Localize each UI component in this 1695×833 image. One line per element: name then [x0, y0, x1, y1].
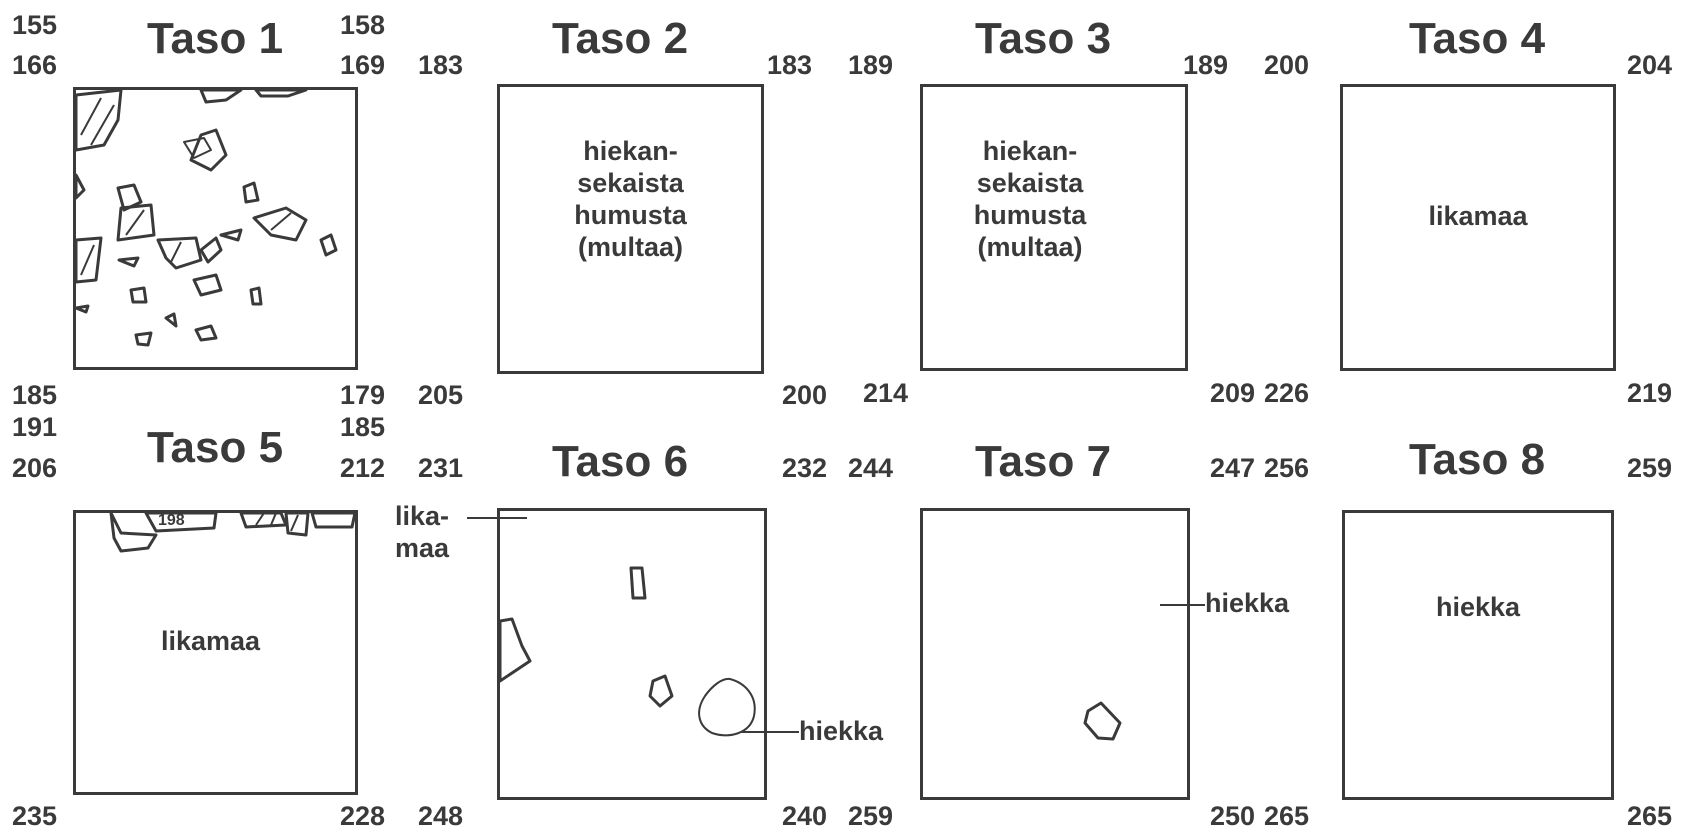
excavation-square [73, 87, 358, 370]
panel-title: Taso 1 [146, 14, 284, 63]
excavation-square [1342, 510, 1614, 800]
stone-outlines [1083, 701, 1122, 741]
hiekka-leader-line [1160, 604, 1205, 606]
soil-description: hiekan- sekaista humusta (multaa) [910, 135, 1150, 263]
panel-title: Taso 2 [551, 14, 689, 63]
corner-value-bottom-right: 265 [1627, 801, 1673, 831]
corner-value-top-left-upper: 155 [12, 10, 58, 40]
annotation-line: lika- [395, 501, 450, 531]
soil-line: likamaa [1428, 201, 1528, 231]
excavation-square [73, 510, 358, 795]
corner-value-top-right: 183 [767, 50, 813, 80]
excavation-square [920, 84, 1188, 371]
excavation-square [920, 508, 1190, 800]
excavation-square [497, 508, 767, 800]
corner-value-top-right: 212 [340, 453, 386, 483]
soil-line: (multaa) [977, 232, 1083, 262]
panel-title: Taso 7 [974, 437, 1112, 486]
panel-taso-7: Taso 7 244 247 hiekka 259 250 [848, 418, 1289, 830]
corner-value-top-right: 259 [1627, 453, 1673, 483]
corner-value-bottom-right: 228 [340, 801, 386, 831]
stone-outlines [109, 513, 355, 553]
soil-line: hiekka [1435, 592, 1521, 622]
panel-taso-6: Taso 6 231 232 lika- maa hiekka 248 240 [395, 418, 883, 830]
panel-title: Taso 8 [1408, 435, 1546, 484]
panel-taso-1: Taso 1 155 166 158 169 [0, 0, 390, 409]
corner-value-bottom-right: 240 [782, 801, 828, 831]
soil-description: likamaa [73, 625, 348, 657]
panel-title: Taso 4 [1408, 14, 1546, 63]
corner-value-top-right: 169 [340, 50, 386, 80]
soil-line: hiekan- [583, 136, 678, 166]
inner-level-value: 198 [158, 512, 185, 529]
corner-value-bottom-left: 248 [418, 801, 464, 831]
panel-title: Taso 3 [974, 14, 1112, 63]
corner-value-top-right-upper: 158 [340, 10, 386, 40]
excavation-square [1340, 84, 1616, 371]
annotation-line: maa [395, 533, 450, 563]
corner-value-top-right: 247 [1210, 453, 1256, 483]
corner-value-top-left: 256 [1264, 453, 1310, 483]
corner-value-bottom-left: 226 [1264, 378, 1310, 408]
soil-line: likamaa [160, 626, 261, 656]
panel-taso-2: Taso 2 183 183 hiekan- sekaista humusta … [418, 0, 827, 409]
soil-line: (multaa) [577, 232, 683, 262]
corner-value-bottom-left: 214 [863, 378, 909, 408]
corner-value-bottom-left: 265 [1264, 801, 1310, 831]
corner-value-top-left: 166 [12, 50, 58, 80]
corner-value-top-left: 244 [848, 453, 894, 483]
corner-value-top-left-upper: 191 [12, 412, 58, 442]
lika-maa-annotation: lika- maa [395, 500, 449, 564]
soil-line: hiekan- [982, 136, 1078, 166]
panel-taso-8: Taso 8 256 259 hiekka 265 265 [1264, 418, 1672, 830]
soil-line: sekaista [976, 168, 1084, 198]
panel-taso-3: Taso 3 189 189 hiekan- sekaista humusta … [848, 0, 1255, 407]
corner-value-top-right: 204 [1627, 50, 1673, 80]
corner-value-top-left: 200 [1264, 50, 1310, 80]
corner-value-bottom-right: 179 [340, 380, 386, 410]
soil-description: hiekan- sekaista humusta (multaa) [497, 135, 764, 263]
hiekka-annotation: hiekka [799, 716, 884, 746]
corner-value-top-left: 183 [418, 50, 464, 80]
lika-maa-leader-line [467, 517, 527, 519]
stone-outlines [76, 90, 338, 347]
soil-line: sekaista [577, 168, 684, 198]
soil-line: humusta [574, 200, 687, 230]
soil-line: humusta [973, 200, 1087, 230]
hiekka-annotation: hiekka [1205, 588, 1290, 618]
soil-description: hiekka [1342, 591, 1614, 623]
corner-value-bottom-left: 205 [418, 380, 464, 410]
corner-value-bottom-right: 209 [1210, 378, 1256, 408]
panel-title: Taso 5 [146, 423, 284, 472]
hiekka-leader-line [741, 731, 799, 733]
corner-value-bottom-right: 250 [1210, 801, 1256, 831]
corner-value-top-left: 189 [848, 50, 894, 80]
stone-outlines [500, 566, 756, 737]
soil-description: likamaa [1340, 200, 1616, 232]
corner-value-bottom-right: 200 [782, 380, 828, 410]
corner-value-top-right: 232 [782, 453, 828, 483]
corner-value-top-left: 206 [12, 453, 58, 483]
corner-value-bottom-left: 185 [12, 380, 58, 410]
panel-taso-4: Taso 4 200 204 likamaa 226 219 [1264, 0, 1672, 407]
excavation-square [497, 84, 764, 374]
corner-value-bottom-right: 219 [1627, 378, 1673, 408]
corner-value-top-left: 231 [418, 453, 464, 483]
corner-value-top-right: 189 [1183, 50, 1229, 80]
corner-value-bottom-left: 235 [12, 801, 58, 831]
panel-taso-5: Taso 5 191 206 185 212 198 likamaa 235 2… [0, 414, 390, 830]
corner-value-top-right-upper: 185 [340, 412, 386, 442]
corner-value-bottom-left: 259 [848, 801, 894, 831]
panel-title: Taso 6 [551, 437, 689, 486]
